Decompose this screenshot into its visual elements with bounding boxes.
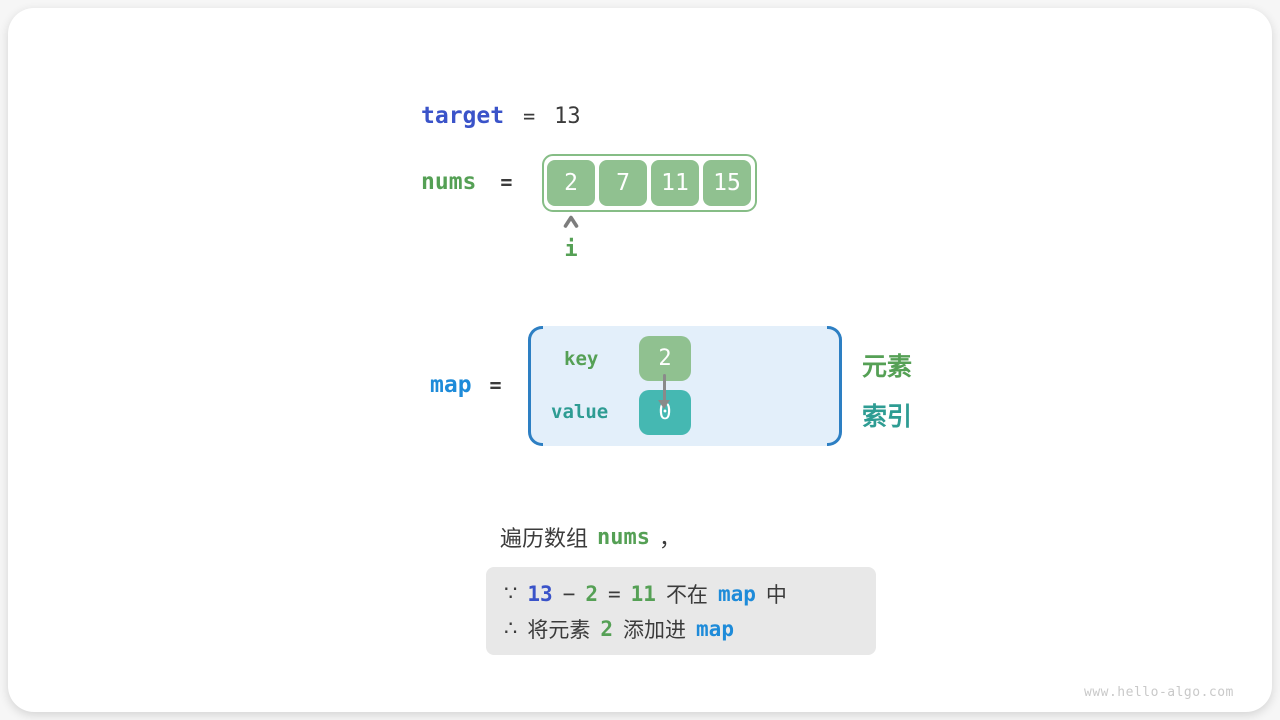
map-equals: = [489,373,502,397]
caption-comma: ， [659,526,682,551]
target-equals: = [523,104,536,128]
nums-array: 2 7 11 15 [542,154,757,212]
nums-label: nums [421,169,477,195]
note-box: ∵ 13 − 2 = 11 不在 map 中 ∴ 将元素 2 添加进 map [486,567,876,655]
note-minus: − [562,581,576,606]
note-line-1: ∵ 13 − 2 = 11 不在 map 中 [504,579,858,609]
array-cell: 15 [703,160,751,206]
note-target-value: 13 [527,581,553,606]
nums-equals: = [500,170,513,194]
element-side-label: 元素 [862,353,913,381]
caption-line: 遍历数组 nums ， [500,521,681,553]
map-key-cell: 2 [639,336,691,381]
array-cell: 11 [651,160,699,206]
arrow-down-head [658,400,670,409]
map-right-bracket [827,326,842,446]
key-label: key [564,348,599,370]
index-side-label: 索引 [862,403,913,431]
caption-text: 遍历数组 [500,526,589,551]
chevron-up-icon [562,215,580,233]
map-label: map [430,372,472,398]
map-label-row: map = [430,372,502,398]
note2-map-ref: map [696,616,734,641]
map-left-bracket [528,326,543,446]
array-cell: 7 [599,160,647,206]
note2-middle: 添加进 [623,618,687,642]
because-symbol: ∵ [504,582,518,605]
value-label: value [551,401,609,423]
pointer-label-i: i [564,237,578,262]
note-in-suffix: 中 [765,583,787,607]
arrow-down-icon [663,374,666,402]
caption-code-nums: nums [597,524,650,550]
target-value: 13 [554,103,581,129]
target-label: target [421,103,505,129]
array-cell: 2 [547,160,595,206]
note-difference: 11 [630,581,656,606]
note-line-2: ∴ 将元素 2 添加进 map [504,614,858,644]
note2-element: 2 [600,616,614,641]
note2-prefix: 将元素 [527,618,591,642]
nums-label-row: nums = [421,169,512,195]
watermark: www.hello-algo.com [1084,685,1234,700]
note-map-ref: map [717,581,756,606]
therefore-symbol: ∴ [504,617,518,640]
diagram-card: target = 13 nums = 2 7 11 15 i map = key… [8,8,1272,712]
note-not-in: 不在 [665,583,708,607]
note-element: 2 [585,581,598,606]
target-row: target = 13 [421,103,581,129]
note-equals: = [607,581,621,606]
